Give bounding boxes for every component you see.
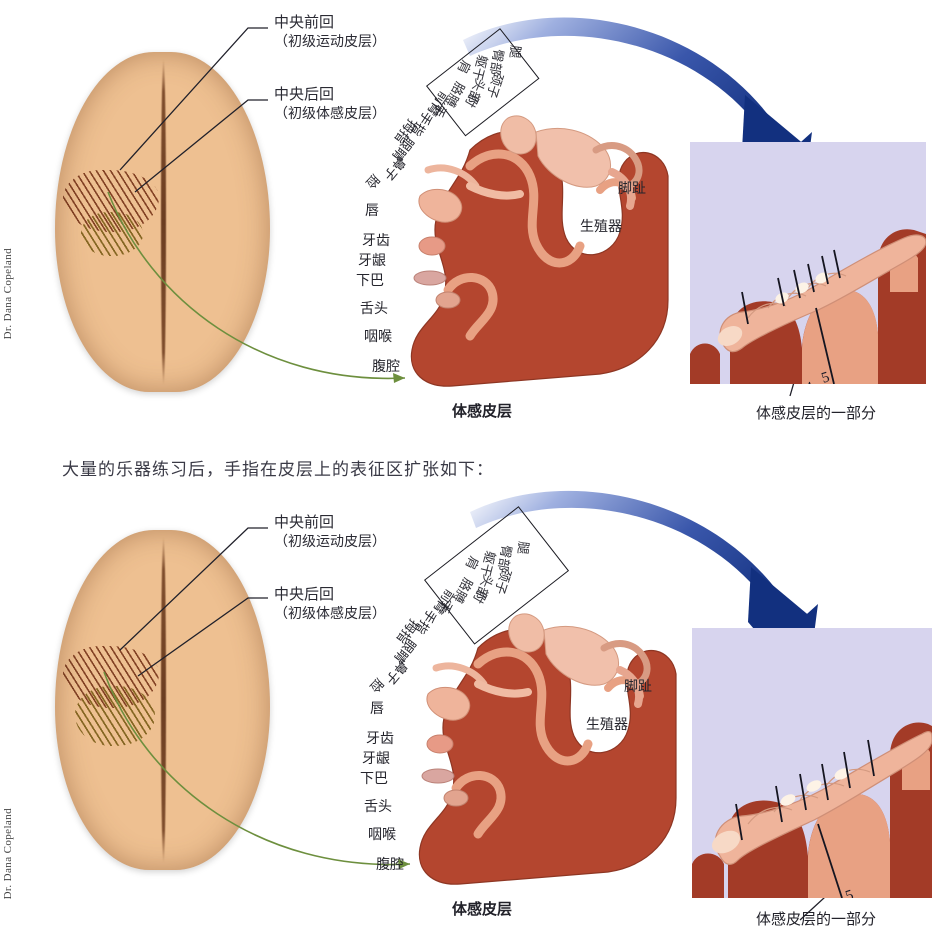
homunculus-left-label-6: 腹腔 [376, 858, 404, 873]
homunculus-left-label-3: 下巴 [356, 274, 384, 289]
homunculus-left-label-6: 腹腔 [372, 360, 400, 375]
label-postcentral-before: 中央后回 （初级体感皮层） [274, 87, 386, 122]
cortex-inset-drawing [690, 229, 926, 384]
homunculus-right-label-0: 脚趾 [618, 182, 646, 197]
label-postcentral-after: 中央后回 （初级体感皮层） [274, 587, 386, 622]
homunculus-left-label-4: 舌头 [360, 302, 388, 317]
image-credit: Dr. Dana Copeland [2, 248, 14, 340]
label-precentral-before: 中央前回 （初级运动皮层） [274, 15, 386, 50]
homunculus-left-label-3: 下巴 [360, 772, 388, 787]
inset-caption-after: 体感皮层的一部分 [756, 912, 877, 928]
longitudinal-fissure [160, 58, 166, 386]
homunculus-left-label-2: 牙龈 [362, 752, 390, 767]
postcentral-gyrus-hatch [81, 212, 143, 256]
homunculus-right-label-1: 生殖器 [586, 718, 628, 733]
label-precentral-after: 中央前回 （初级运动皮层） [274, 515, 386, 550]
homunculus-left-label-4: 舌头 [364, 800, 392, 815]
brain-photo-after [55, 530, 270, 870]
homunculus-left-label-1: 牙齿 [366, 732, 394, 747]
homunculus-left-label-0: 唇 [370, 702, 384, 717]
homunculus-left-label-5: 咽喉 [368, 828, 396, 843]
homunculus-left-label-1: 牙齿 [362, 234, 390, 249]
cortex-inset-after: 1 2 3 4 5 [692, 628, 932, 898]
image-credit-after: Dr. Dana Copeland [2, 808, 14, 900]
postcentral-gyrus-hatch-expanded [75, 686, 155, 746]
homunculus-left-label-2: 牙龈 [358, 254, 386, 269]
homunculus-left-label-5: 咽喉 [364, 330, 392, 345]
panel-after: Dr. Dana Copeland 中央前回 （初级运动皮层） 中央后回 （初级… [0, 480, 934, 921]
homunculus-caption-before: 体感皮层 [452, 404, 513, 420]
inset-caption-before: 体感皮层的一部分 [756, 406, 877, 422]
cortex-inset-before: 1 2 3 4 5 [690, 142, 926, 384]
cortex-inset-drawing-expanded [692, 722, 932, 898]
longitudinal-fissure [160, 536, 166, 864]
middle-sentence: 大量的乐器练习后，手指在皮层上的表征区扩张如下： [62, 460, 494, 479]
hand-representation-box-after-expanded [424, 506, 570, 645]
homunculus-right-label-0: 脚趾 [624, 680, 652, 695]
homunculus-left-label-0: 唇 [365, 204, 379, 219]
homunculus-right-label-1: 生殖器 [580, 220, 622, 235]
brain-photo-before [55, 52, 270, 392]
homunculus-caption-after: 体感皮层 [452, 902, 513, 918]
panel-before: Dr. Dana Copeland 中央前回 （初级运动皮层） [0, 0, 934, 440]
